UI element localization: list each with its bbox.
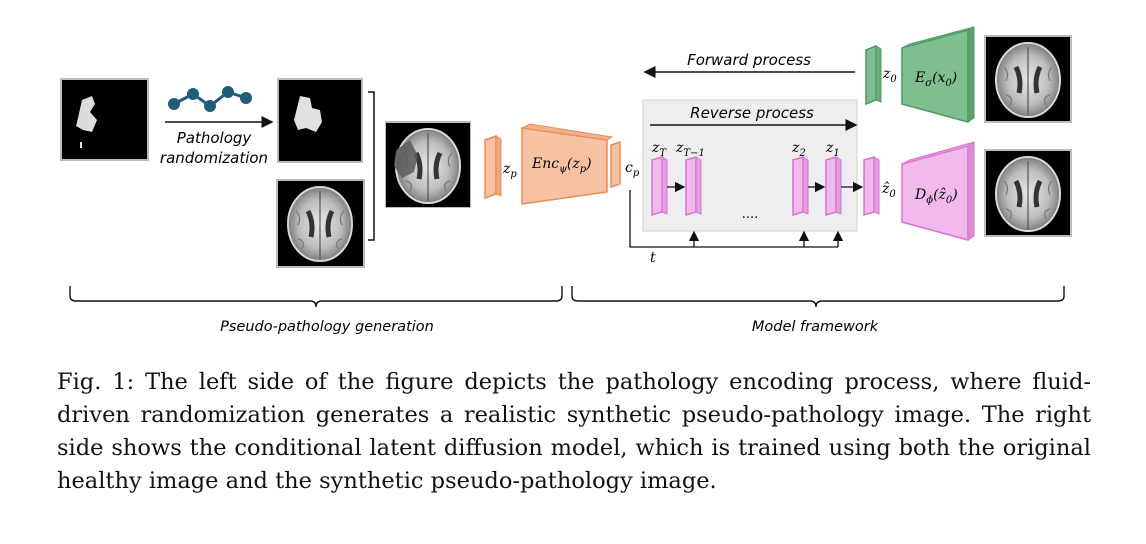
- zp-label: z: [502, 161, 511, 177]
- zT-label: zT: [651, 140, 667, 159]
- right-section-brace: [571, 286, 1065, 308]
- latent-zT-block: [651, 155, 668, 217]
- figure-caption: Fig. 1: The left side of the figure depi…: [57, 369, 1091, 494]
- left-section-brace: [69, 286, 563, 308]
- t-label: t: [650, 250, 656, 266]
- reconstructed-brain-image: [985, 150, 1071, 236]
- decoder-phi-label: Dϕ(ẑ0): [914, 186, 958, 206]
- z0-label: z0: [882, 66, 897, 85]
- left-section-label: Pseudo-pathology generation: [220, 319, 434, 335]
- condition-line: [629, 190, 838, 248]
- svg-text:zp: zp: [502, 161, 517, 180]
- z0-latent-block: [865, 44, 882, 106]
- cp-condition-block: [610, 140, 621, 189]
- z2-label: z2: [791, 140, 806, 159]
- method-diagram: Pathology randomization zp Encψ(zp) cp: [60, 26, 1146, 335]
- input-brain-image: [985, 36, 1071, 122]
- healthy-brain-image: [277, 180, 365, 268]
- reverse-process-label: Reverse process: [690, 104, 814, 122]
- latent-z0hat-block: [863, 155, 880, 217]
- cp-label: c: [625, 160, 633, 176]
- randomization-graph-icon: [168, 86, 252, 112]
- pathology-encoder: [520, 123, 614, 205]
- zT1-label: zT−1: [675, 140, 705, 159]
- latent-z2-block: [792, 155, 809, 217]
- randomized-lesion-image: [277, 78, 363, 163]
- svg-text:cp: cp: [625, 160, 640, 179]
- lesion-mask-input-image: [60, 78, 149, 161]
- latent-zT1-block: [685, 155, 702, 217]
- right-section-label: Model framework: [752, 319, 879, 335]
- pathology-label-line2: randomization: [160, 149, 268, 167]
- encoder-label: Encψ(zp): [531, 156, 592, 175]
- encoder-sigma-label: Eσ(x0): [914, 70, 957, 89]
- zp-latent-block: [484, 134, 502, 200]
- ellipsis-dots: ....: [742, 207, 759, 222]
- image-decoder: [901, 141, 975, 241]
- image-encoder: [901, 26, 975, 123]
- latent-z1-block: [825, 155, 842, 217]
- forward-process-label: Forward process: [687, 51, 811, 69]
- pathology-label-line1: Pathology: [177, 129, 253, 147]
- pseudo-pathology-brain-image: [386, 122, 470, 207]
- z1-label: z1: [825, 140, 840, 159]
- combine-bracket: [368, 91, 375, 241]
- z0hat-label: ẑ0: [881, 180, 896, 200]
- reverse-process-box: [642, 99, 858, 232]
